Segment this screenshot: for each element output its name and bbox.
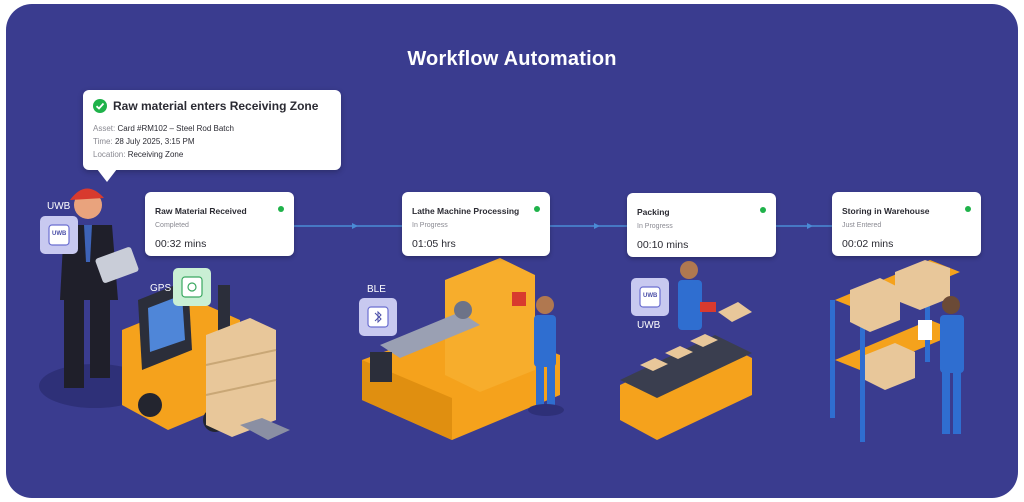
stage-card-packing[interactable]: Packing In Progress 00:10 mins xyxy=(627,193,776,257)
uwb-chip-text: UWB xyxy=(643,293,658,299)
stage-card-warehouse[interactable]: Storing in Warehouse Just Entered 00:02 … xyxy=(832,192,981,256)
gps-badge xyxy=(173,268,211,306)
status-dot xyxy=(534,206,540,212)
uwb-chip-icon xyxy=(639,286,661,308)
status-dot xyxy=(278,206,284,212)
tie xyxy=(84,225,92,262)
stage-title: Packing xyxy=(637,207,670,217)
lathe-scene xyxy=(362,258,564,440)
tablet xyxy=(95,247,139,283)
uwb-chip-text: UWB xyxy=(52,231,67,237)
clipboard xyxy=(918,320,932,340)
stage-card-lathe[interactable]: Lathe Machine Processing In Progress 01:… xyxy=(402,192,550,256)
worker-2-shadow xyxy=(528,404,564,416)
conveyor-belt xyxy=(620,335,752,398)
box-shelf-mid xyxy=(865,343,915,390)
worker-4-head xyxy=(942,296,960,314)
box-seam-2 xyxy=(205,379,277,396)
stage-status: In Progress xyxy=(412,222,448,229)
stage-title: Storing in Warehouse xyxy=(842,206,930,216)
box-shelf-top-1 xyxy=(850,278,900,332)
shelf-post-front-right xyxy=(860,312,865,442)
stage-duration: 01:05 hrs xyxy=(412,238,456,250)
packing-scene xyxy=(620,261,752,440)
uwb-badge-right: UWB xyxy=(631,278,669,316)
event-time: Time: 28 July 2025, 3:15 PM xyxy=(93,137,195,146)
package-1 xyxy=(640,358,668,371)
stage-status: Just Entered xyxy=(842,222,882,229)
arrow-head-3 xyxy=(807,223,813,229)
stage-status: In Progress xyxy=(637,223,673,230)
ble-badge xyxy=(359,298,397,336)
package-open xyxy=(718,302,752,322)
uwb-badge-left: UWB xyxy=(40,216,78,254)
box-shelf-top-2 xyxy=(895,260,950,310)
worker-4-leg-right xyxy=(953,372,961,434)
stage-title: Raw Material Received xyxy=(155,206,247,216)
lathe-chuck xyxy=(454,301,472,319)
event-asset: Asset: Card #RM102 – Steel Rod Batch xyxy=(93,124,234,133)
package-2 xyxy=(665,346,693,359)
worker-3-head xyxy=(680,261,698,279)
stage-duration: 00:02 mins xyxy=(842,238,894,250)
scanner xyxy=(700,302,716,312)
tag-label-gps: GPS xyxy=(150,283,172,294)
stage-duration: 00:32 mins xyxy=(155,238,207,250)
lathe-control-box xyxy=(370,352,392,382)
worker-2-body xyxy=(534,315,556,367)
event-location-label: Location: xyxy=(93,150,126,159)
tooltip-tail xyxy=(97,169,117,182)
shelf-post-front-left xyxy=(830,300,835,418)
gps-chip-icon xyxy=(181,276,203,298)
forklift-wheel-left xyxy=(138,393,162,417)
tag-label-uwb-left: UWB xyxy=(47,201,71,212)
tag-label-uwb-right: UWB xyxy=(637,320,661,331)
worker-4-leg-left xyxy=(942,372,950,434)
worker-4-body xyxy=(940,315,964,373)
event-time-label: Time: xyxy=(93,137,113,146)
lathe-headstock xyxy=(445,258,535,392)
manager-leg-right xyxy=(90,298,110,378)
event-asset-value: Card #RM102 – Steel Rod Batch xyxy=(117,124,234,133)
diagram-title: Workflow Automation xyxy=(407,48,617,70)
status-dot xyxy=(965,206,971,212)
lathe-bed xyxy=(380,312,480,358)
stage-duration: 00:10 mins xyxy=(637,239,689,251)
manager-leg-left xyxy=(64,298,84,388)
check-circle-icon xyxy=(93,99,107,113)
event-time-value: 28 July 2025, 3:15 PM xyxy=(114,137,195,146)
hard-hat xyxy=(70,188,104,200)
status-dot xyxy=(760,207,766,213)
stage-title: Lathe Machine Processing xyxy=(412,206,520,216)
lathe-panel xyxy=(512,292,526,306)
forklift-fork xyxy=(240,418,290,440)
tag-label-ble: BLE xyxy=(367,284,386,295)
arrow-head-1 xyxy=(352,223,358,229)
worker-2-head xyxy=(536,296,554,314)
warehouse-scene xyxy=(830,260,964,442)
worker-2-leg-left xyxy=(536,365,544,410)
package-3 xyxy=(690,334,718,347)
bluetooth-icon xyxy=(367,306,389,328)
event-title: Raw material enters Receiving Zone xyxy=(113,99,319,113)
box-stack xyxy=(206,318,276,437)
forklift-window xyxy=(148,295,185,352)
stage-status: Completed xyxy=(155,222,189,229)
shelf-post-back xyxy=(925,262,930,362)
event-tooltip: Raw material enters Receiving Zone Asset… xyxy=(83,90,341,182)
box-seam-1 xyxy=(205,349,277,366)
uwb-chip-icon xyxy=(48,224,70,246)
worker-3-body xyxy=(678,280,702,330)
event-location: Location: Receiving Zone xyxy=(93,150,183,159)
stage-card-raw-material[interactable]: Raw Material Received Completed 00:32 mi… xyxy=(145,192,294,256)
event-asset-label: Asset: xyxy=(93,124,116,133)
arrow-head-2 xyxy=(594,223,600,229)
worker-2-leg-right xyxy=(547,365,555,410)
event-location-value: Receiving Zone xyxy=(127,150,184,159)
